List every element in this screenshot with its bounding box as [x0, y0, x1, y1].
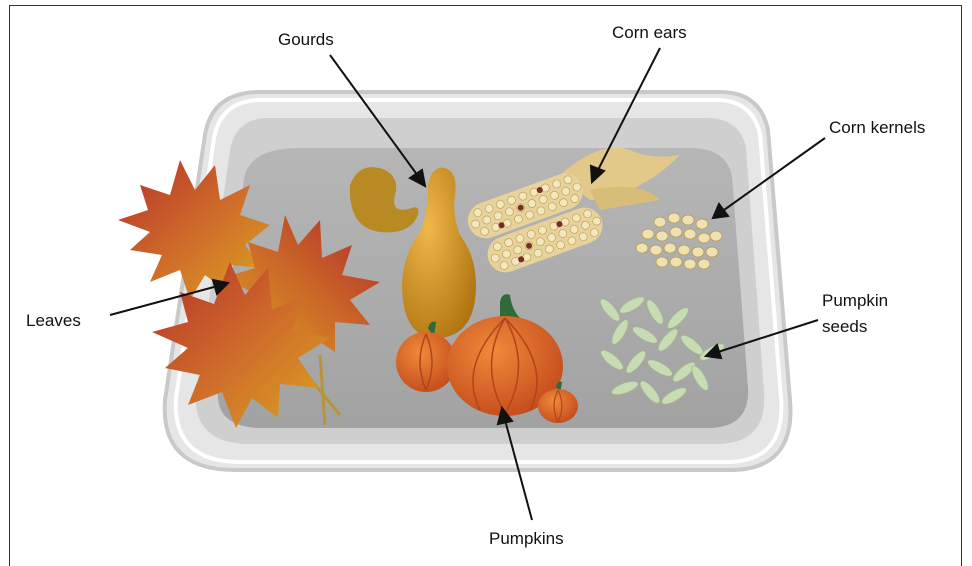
label-gourds: Gourds [278, 30, 334, 49]
label-corn-ears: Corn ears [612, 23, 687, 42]
label-corn-kernels: Corn kernels [829, 118, 925, 137]
label-pumpkins: Pumpkins [489, 529, 564, 548]
label-leaves: Leaves [26, 311, 81, 330]
label-pumpkin-seeds-line2: seeds [822, 317, 867, 336]
label-pumpkin-seeds-line1: Pumpkin [822, 291, 888, 310]
